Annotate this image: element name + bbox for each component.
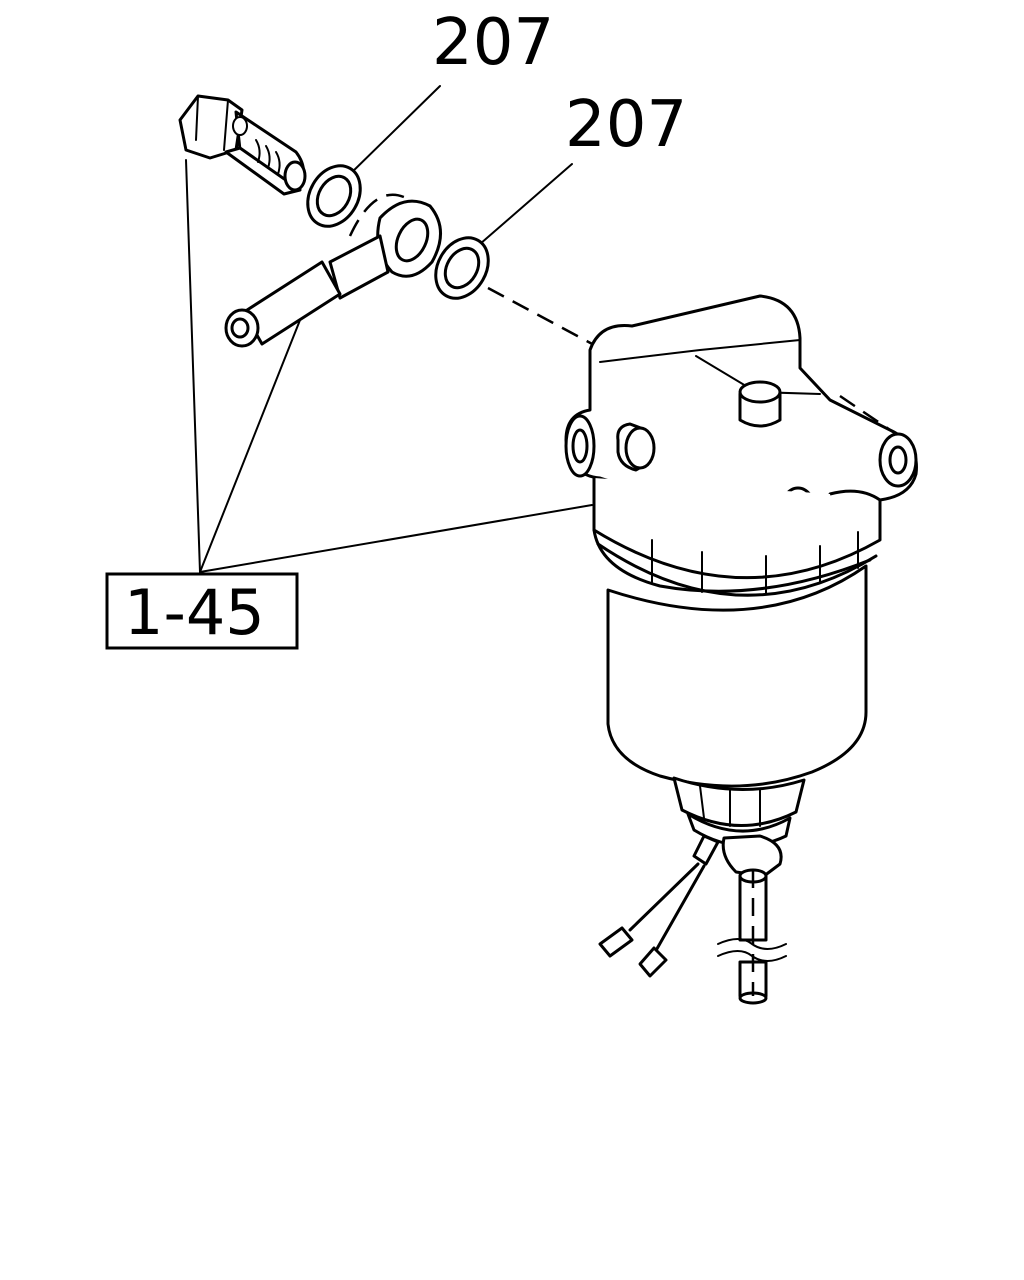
assembly-axis-line <box>487 286 597 348</box>
reference-box <box>105 572 299 650</box>
drain-hose <box>717 868 787 1005</box>
reference-lines <box>185 159 593 573</box>
callout-207-upper: 207 <box>432 6 554 80</box>
leader-lower <box>479 163 573 245</box>
leader-upper <box>345 85 441 179</box>
banjo-fitting <box>224 193 442 348</box>
filter-bowl <box>592 478 882 788</box>
callout-207-lower: 207 <box>565 88 687 162</box>
washer-upper <box>306 164 362 228</box>
reference-label: 1-45 <box>124 576 265 649</box>
sensor-wires <box>598 862 706 978</box>
banjo-bolt <box>178 94 307 196</box>
washer-lower <box>434 236 490 300</box>
water-sensor <box>672 776 806 878</box>
